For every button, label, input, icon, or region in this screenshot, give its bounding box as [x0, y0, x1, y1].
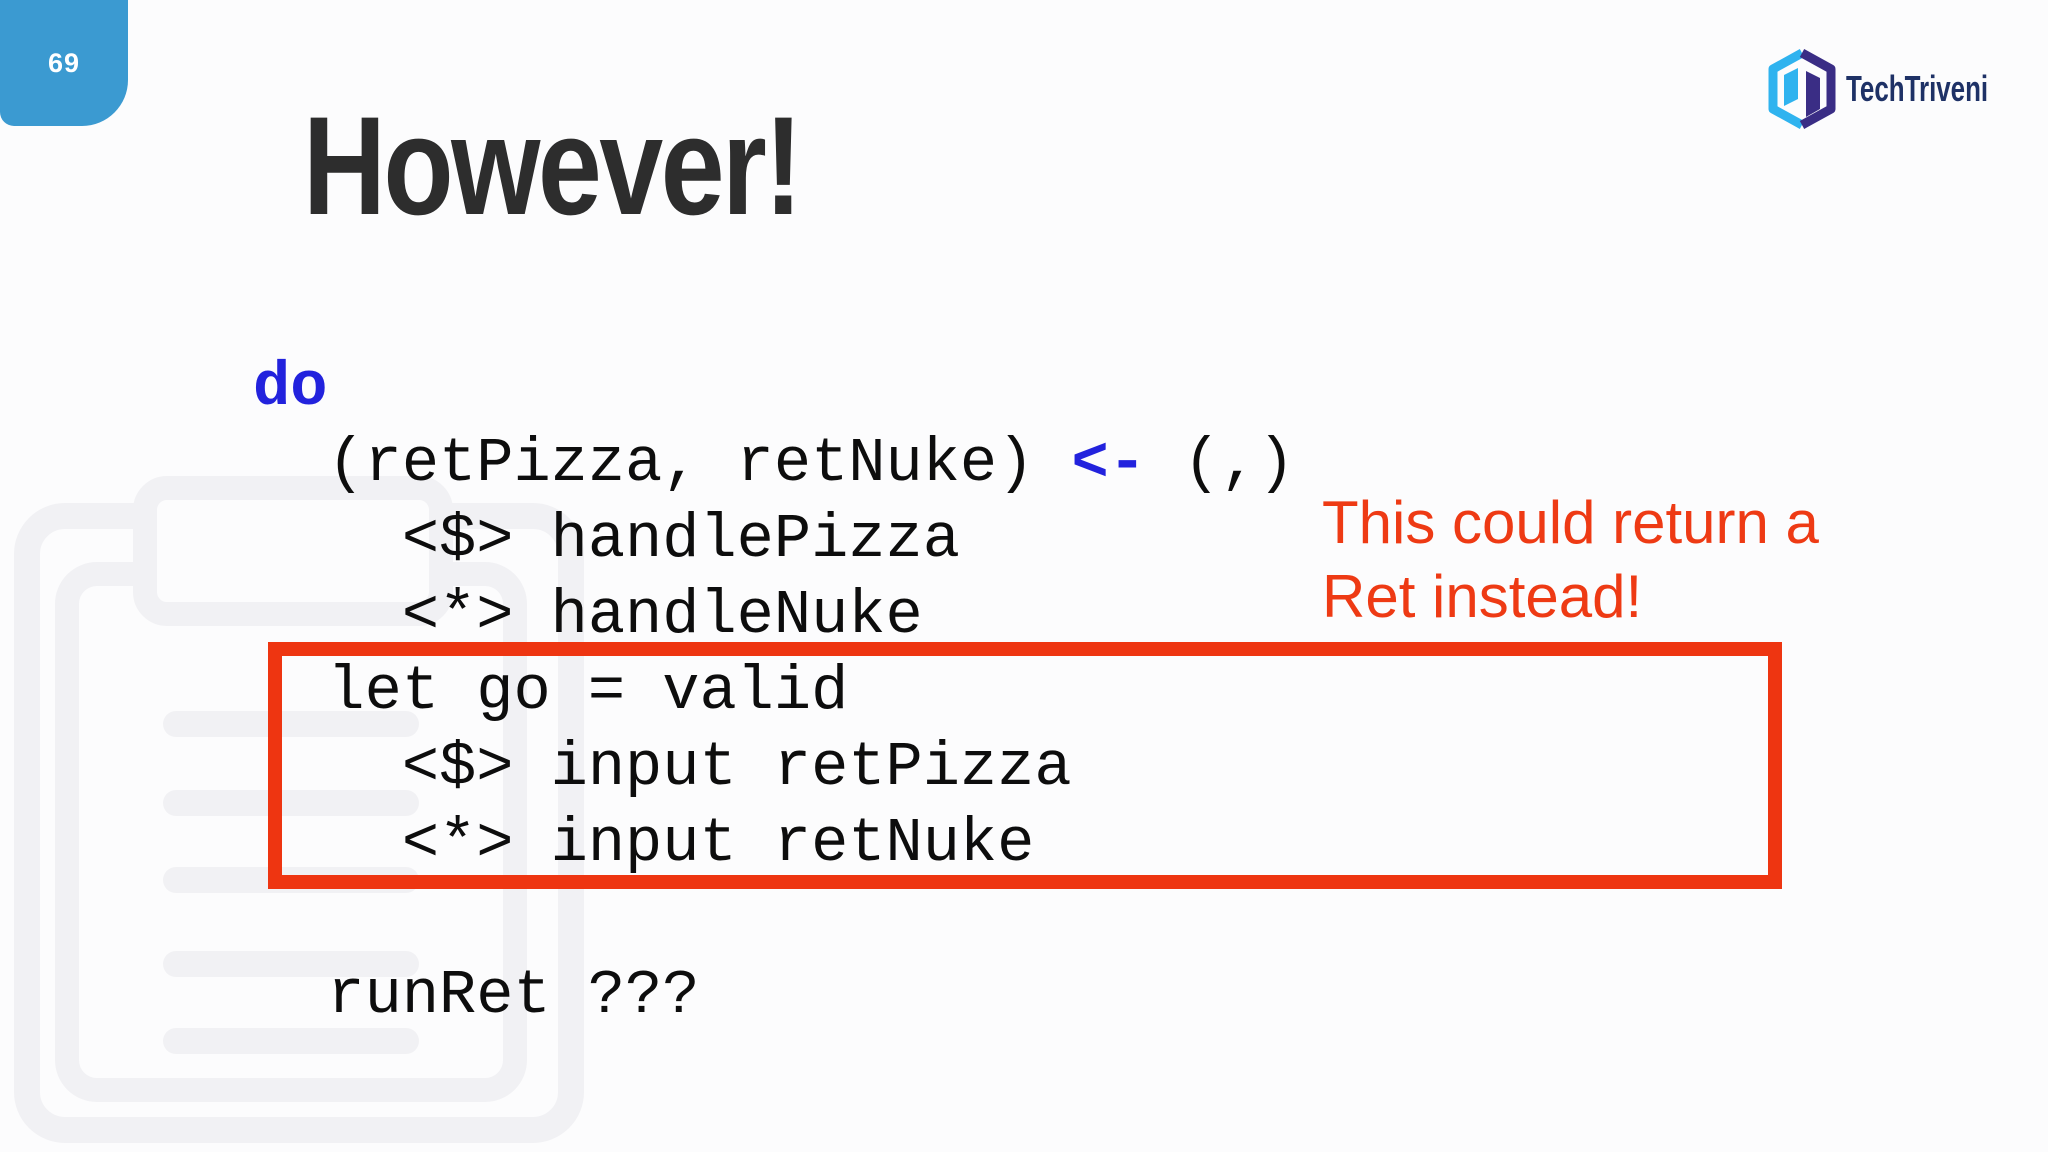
code-block: do (retPizza, retNuke) <- (,) <$> handle…: [253, 350, 1295, 1034]
highlight-box: [268, 642, 1782, 889]
page-number-badge: 69: [0, 0, 128, 126]
brand-logo: TechTriveni: [1768, 48, 2043, 130]
code-line: <$> handlePizza: [253, 504, 960, 575]
code-line: <$> input retPizza: [253, 732, 1072, 803]
code-line: runRet ???: [253, 960, 700, 1031]
code-line: [253, 882, 1295, 958]
code-line: <*> handleNuke: [253, 580, 923, 651]
code-line: let go = valid: [253, 656, 849, 727]
page-title: However!: [303, 87, 803, 244]
annotation-line-1: This could return a: [1322, 489, 1819, 556]
code-line: (retPizza, retNuke) <- (,): [253, 428, 1295, 499]
hexagon-cube-icon: [1768, 49, 1836, 129]
brand-name: TechTriveni: [1846, 68, 1989, 109]
annotation-text: This could return a Ret instead!: [1322, 486, 1819, 634]
code-line: do: [253, 352, 328, 423]
code-line: <*> input retNuke: [253, 808, 1035, 879]
annotation-line-2: Ret instead!: [1322, 563, 1643, 630]
page-number: 69: [47, 47, 81, 78]
